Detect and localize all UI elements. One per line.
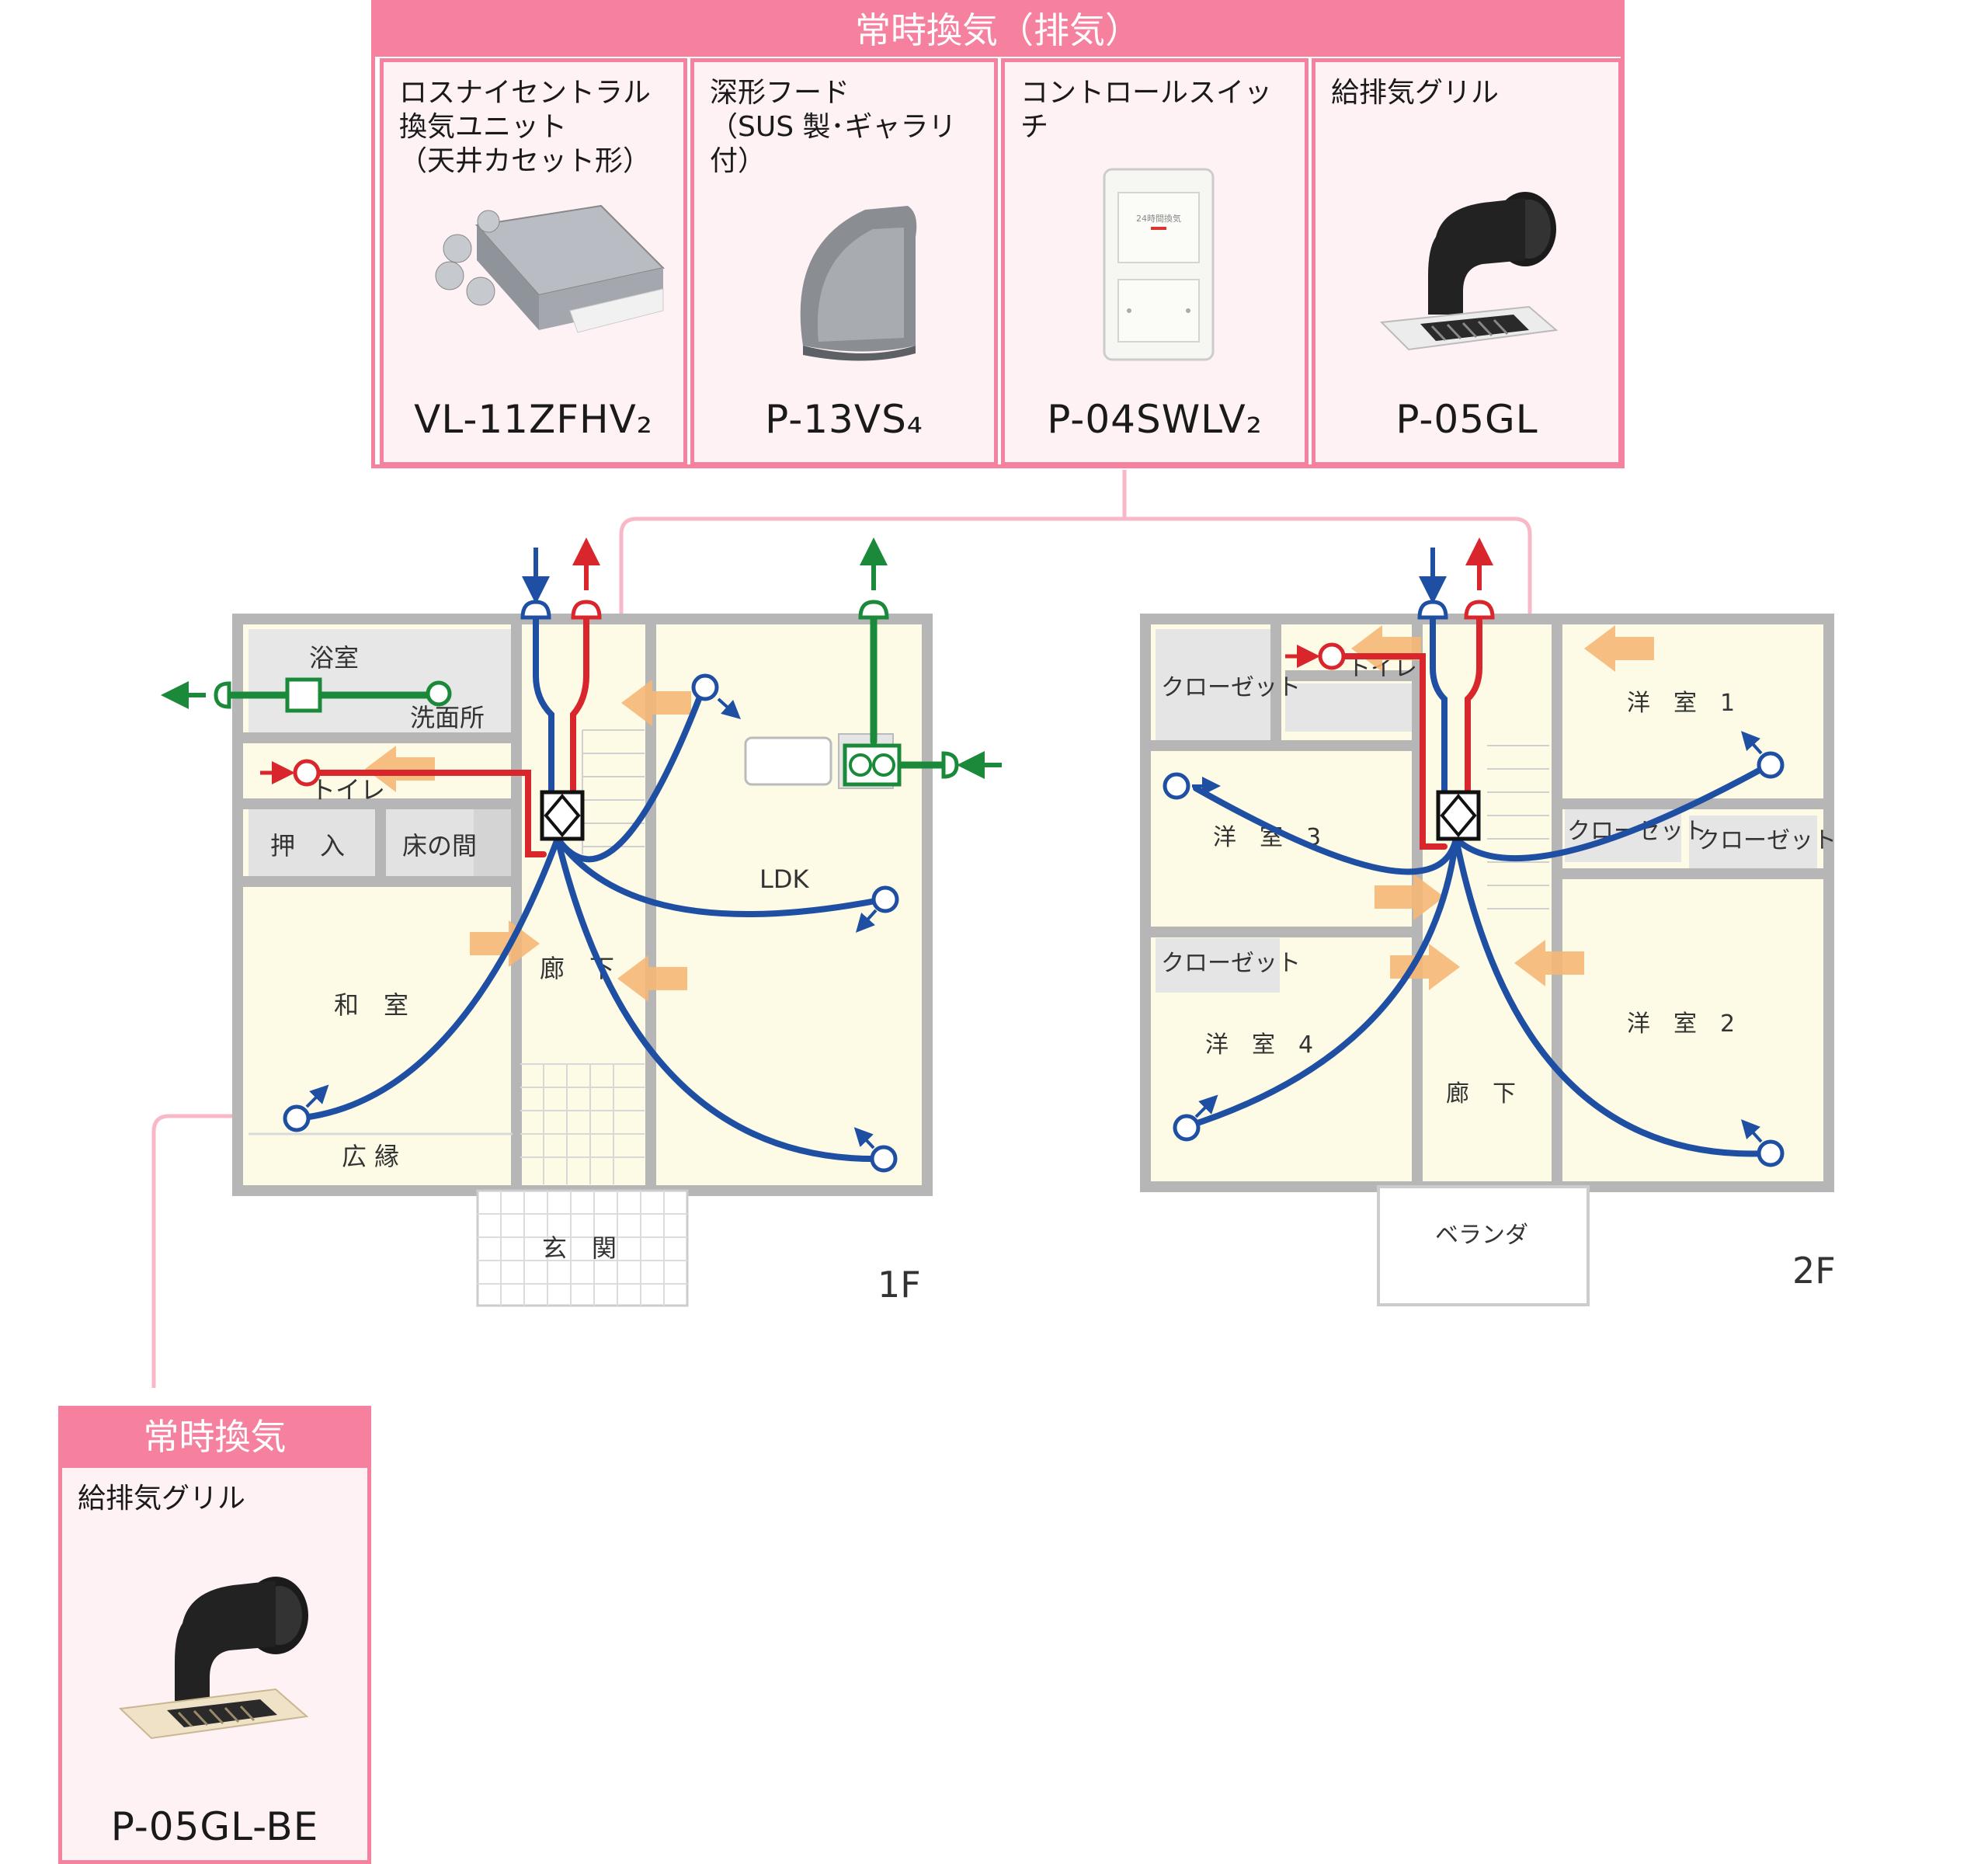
deep-hood-icon: [800, 206, 917, 361]
product-cell-exhaust-grille: 給排気グリル P-05GL: [1312, 58, 1622, 466]
floor1-terminals: [161, 537, 1002, 1173]
room-label: 床の間: [402, 831, 477, 861]
room-label: 洋 室 2: [1627, 1010, 1735, 1038]
product-cell-control-switch: コントロールスイッチ 24時間換気 P-04SWLV₂: [1001, 58, 1309, 466]
beige-grille-icon: [118, 1577, 309, 1740]
bottom-product-panel: 常時換気 給排気グリル P-05GL-BE: [58, 1406, 371, 1864]
room-label: LDK: [759, 864, 809, 894]
top-panel-header: 常時換気（排気）: [375, 4, 1621, 57]
product-model: VL-11ZFHV₂: [414, 397, 653, 442]
exhaust-grille-icon: [1379, 192, 1559, 351]
room-label: 洋 室 4: [1205, 1031, 1313, 1059]
room-label: クローゼット: [1161, 950, 1301, 977]
product-name: 深形フード （SUS 製･ギャラリ付）: [710, 77, 957, 177]
room-label: 洗面所: [410, 703, 485, 732]
product-model: P-05GL-BE: [110, 1804, 319, 1849]
room-label: ベランダ: [1435, 1222, 1528, 1249]
room-label: 広 縁: [342, 1142, 399, 1171]
room-label: トイレ: [311, 775, 385, 805]
switch-text: 24時間換気: [1136, 213, 1181, 224]
product-model: P-05GL: [1395, 397, 1538, 442]
control-switch-icon: 24時間換気: [1103, 168, 1215, 361]
room-label: 玄 関: [542, 1233, 617, 1263]
air-flow-arrows: [365, 625, 1654, 1002]
product-cell-beige-grille: 給排気グリル P-05GL-BE: [62, 1464, 367, 1860]
product-cell-deep-hood: 深形フード （SUS 製･ギャラリ付） P-13VS₄: [690, 58, 998, 466]
product-name: ロスナイセントラル 換気ユニット （天井カセット形）: [399, 77, 652, 177]
top-product-panel: 常時換気（排気） ロスナイセントラル 換気ユニット （天井カセット形） VL-1…: [371, 0, 1625, 468]
product-name: 給排気グリル: [78, 1483, 246, 1514]
floor2-terminals: [1163, 537, 1785, 1167]
room-label: クローゼット: [1697, 827, 1837, 854]
room-label: 洋 室 1: [1627, 690, 1735, 717]
product-cell-ventilation-unit: ロスナイセントラル 換気ユニット （天井カセット形） VL-11ZFHV₂: [380, 58, 687, 466]
product-name: 給排気グリル: [1331, 77, 1500, 109]
floor2-plan: クローゼット トイレ 洋 室 1 洋 室 3 クローゼット クローゼット クロー…: [1140, 614, 1837, 1306]
room-label: クローゼット: [1161, 674, 1301, 701]
bottom-panel-header: 常時換気: [62, 1410, 367, 1464]
floor1-label: 1F: [878, 1264, 921, 1306]
product-model: P-04SWLV₂: [1047, 397, 1263, 442]
room-label: 浴室: [309, 643, 359, 673]
room-label: 押 入: [270, 831, 345, 861]
product-name: コントロールスイッチ: [1020, 77, 1273, 143]
floor2-ducts: [1185, 614, 1772, 1157]
room-label: 和 室: [334, 990, 408, 1020]
room-label: 廊 下: [1446, 1080, 1516, 1108]
product-model: P-13VS₄: [765, 397, 923, 442]
floor1-plan: 浴室 洗面所 トイレ 押 入 床の間 和 室 広 縁 廊 下 LDK 玄 関 1…: [232, 614, 933, 1307]
ventilation-unit-icon: [435, 204, 666, 333]
floor1-ducts: [225, 614, 947, 1163]
floor2-label: 2F: [1792, 1250, 1836, 1292]
